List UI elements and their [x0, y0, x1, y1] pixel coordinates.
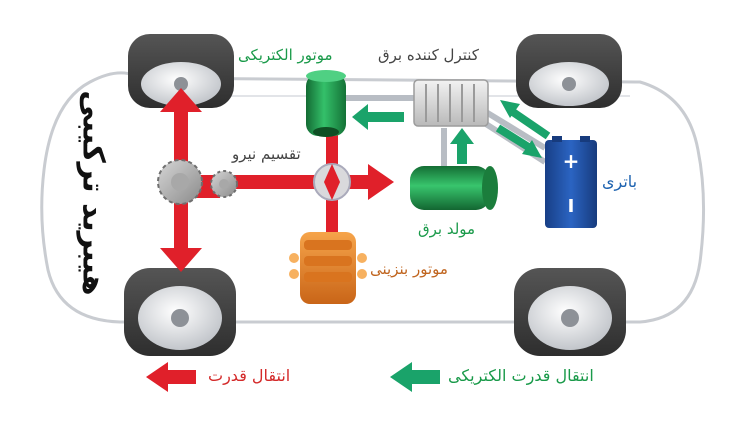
legend-electric-power-transfer-label: انتقال قدرت الکتریکی [448, 366, 594, 385]
electric-arrows [352, 100, 551, 164]
battery-plus-sign: + [563, 149, 580, 173]
wheel-front-bottom [124, 268, 236, 356]
legend-power-arrow [146, 362, 196, 392]
diagram-title: هیبرید ترکیبی [58, 78, 128, 308]
wheel-rear-bottom [514, 268, 626, 356]
power-split-hub [313, 163, 351, 201]
label-power-split: تقسیم نیرو [232, 145, 301, 163]
battery-minus-sign: I [568, 196, 575, 217]
label-power-controller: کنترل کننده برق [378, 46, 479, 64]
power-controller [413, 79, 489, 127]
label-gasoline-engine: موتور بنزینی [370, 260, 448, 278]
label-generator: مولد برق [418, 220, 476, 238]
wheel-rear-top [516, 34, 622, 108]
legend-electric-arrow [390, 362, 440, 392]
gear-small [210, 170, 238, 198]
diagram-title-text: هیبرید ترکیبی [75, 90, 111, 296]
generator [410, 166, 498, 210]
gasoline-engine [289, 232, 367, 304]
battery: + I [545, 136, 597, 228]
car-body-outline [40, 71, 706, 324]
wheel-front-top [128, 34, 234, 108]
label-electric-motor: موتور الکتریکی [238, 46, 333, 64]
legend-power-transfer-label: انتقال قدرت [208, 366, 291, 385]
gear-large [157, 159, 203, 205]
electric-motor [306, 70, 346, 137]
label-battery: باتری [602, 172, 638, 191]
